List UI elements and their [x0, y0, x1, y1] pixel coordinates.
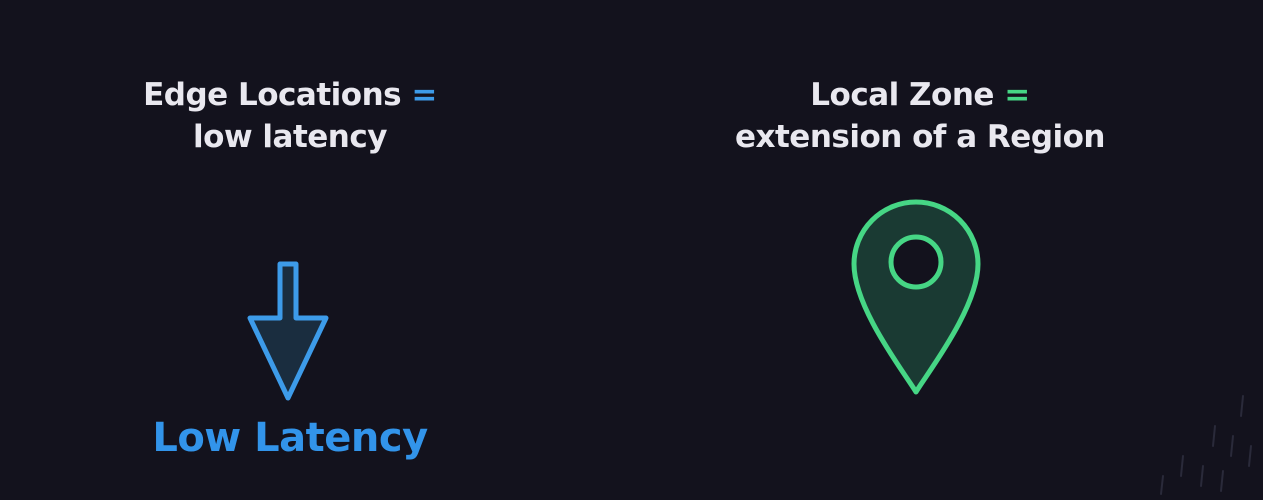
- down-arrow-icon: [244, 260, 332, 402]
- equals-sign: =: [1004, 77, 1030, 113]
- edge-locations-panel: Edge Locations = low latency Low Latency: [0, 0, 580, 496]
- edge-locations-subtitle: low latency: [193, 119, 387, 155]
- local-zone-panel: Local Zone = extension of a Region: [640, 0, 1200, 496]
- local-zone-heading: Local Zone = extension of a Region: [640, 74, 1200, 158]
- edge-locations-title: Edge Locations: [143, 77, 402, 113]
- equals-sign: =: [411, 77, 437, 113]
- low-latency-label: Low Latency: [152, 415, 428, 461]
- map-pin-icon: [846, 196, 986, 398]
- local-zone-title: Local Zone: [810, 77, 994, 113]
- local-zone-subtitle: extension of a Region: [734, 119, 1106, 155]
- edge-locations-heading: Edge Locations = low latency: [0, 74, 580, 158]
- decorative-lines: [1143, 386, 1263, 496]
